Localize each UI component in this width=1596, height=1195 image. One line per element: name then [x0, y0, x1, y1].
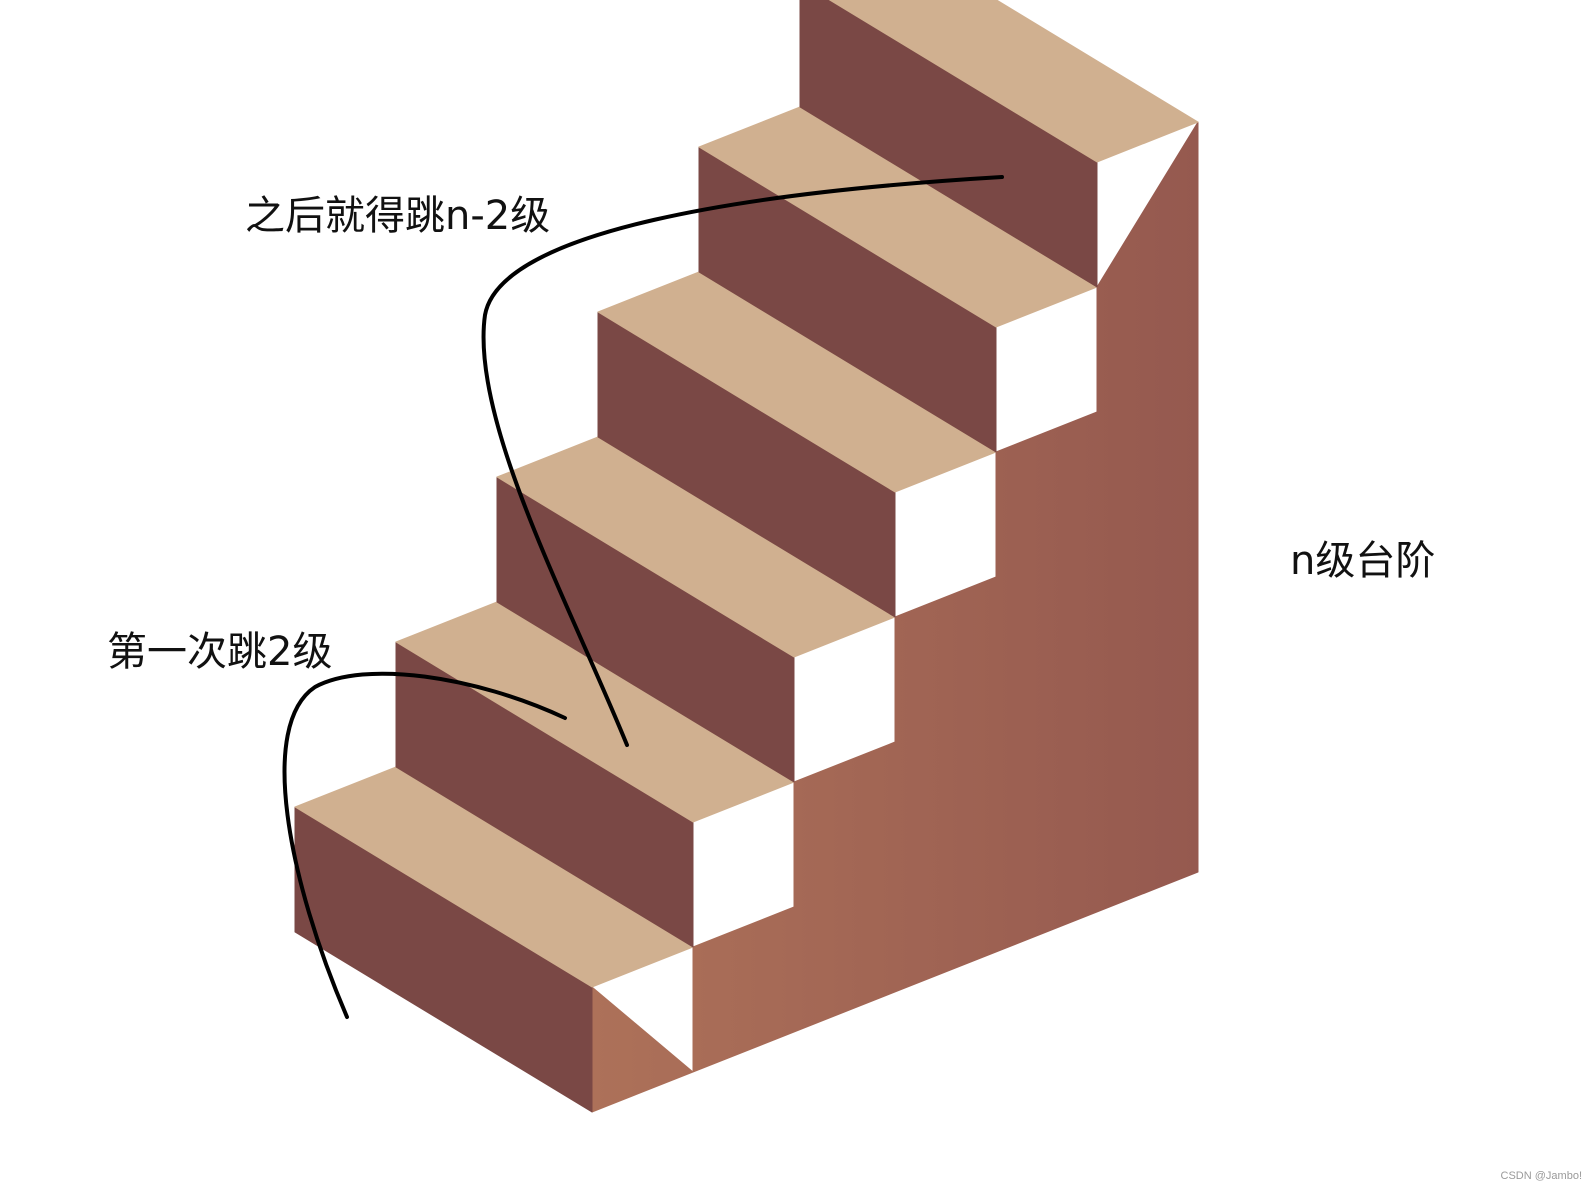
- stair-steps: [295, 0, 1198, 1112]
- watermark: CSDN @Jambo!: [1501, 1170, 1582, 1182]
- annotation-after-jump: 之后就得跳n-2级: [245, 196, 550, 236]
- annotation-first-jump: 第一次跳2级: [107, 632, 332, 672]
- annotation-n-steps: n级台阶: [1290, 541, 1435, 581]
